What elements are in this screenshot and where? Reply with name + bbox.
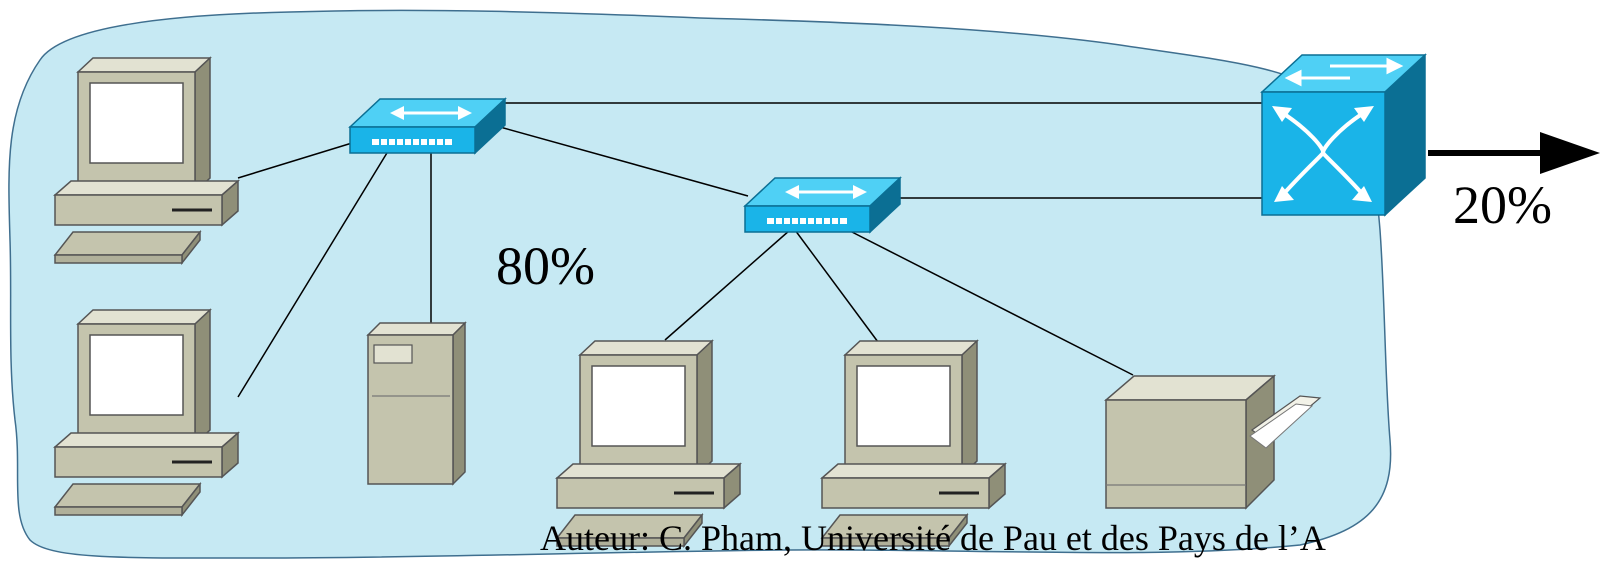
link-pc1-hub1 (237, 142, 353, 179)
hub-icon (743, 176, 902, 234)
printer-icon (1103, 374, 1322, 510)
link-pc2-hub1 (237, 147, 391, 398)
arrow-icon (1428, 132, 1600, 174)
network-links (237, 102, 1262, 398)
hub-icon (348, 97, 507, 155)
external-traffic-label: 20% (1453, 175, 1552, 235)
router-switch-icon (1260, 53, 1427, 217)
link-hub2-pc3 (664, 229, 791, 341)
server-tower-icon (366, 321, 467, 486)
local-traffic-label: 80% (496, 236, 595, 296)
link-hub1-hub2 (499, 126, 749, 197)
link-hub2-printer (847, 229, 1134, 376)
link-hub2-pc4 (794, 229, 879, 343)
author-footer: Auteur: C. Pham, Université de Pau et de… (540, 518, 1326, 558)
